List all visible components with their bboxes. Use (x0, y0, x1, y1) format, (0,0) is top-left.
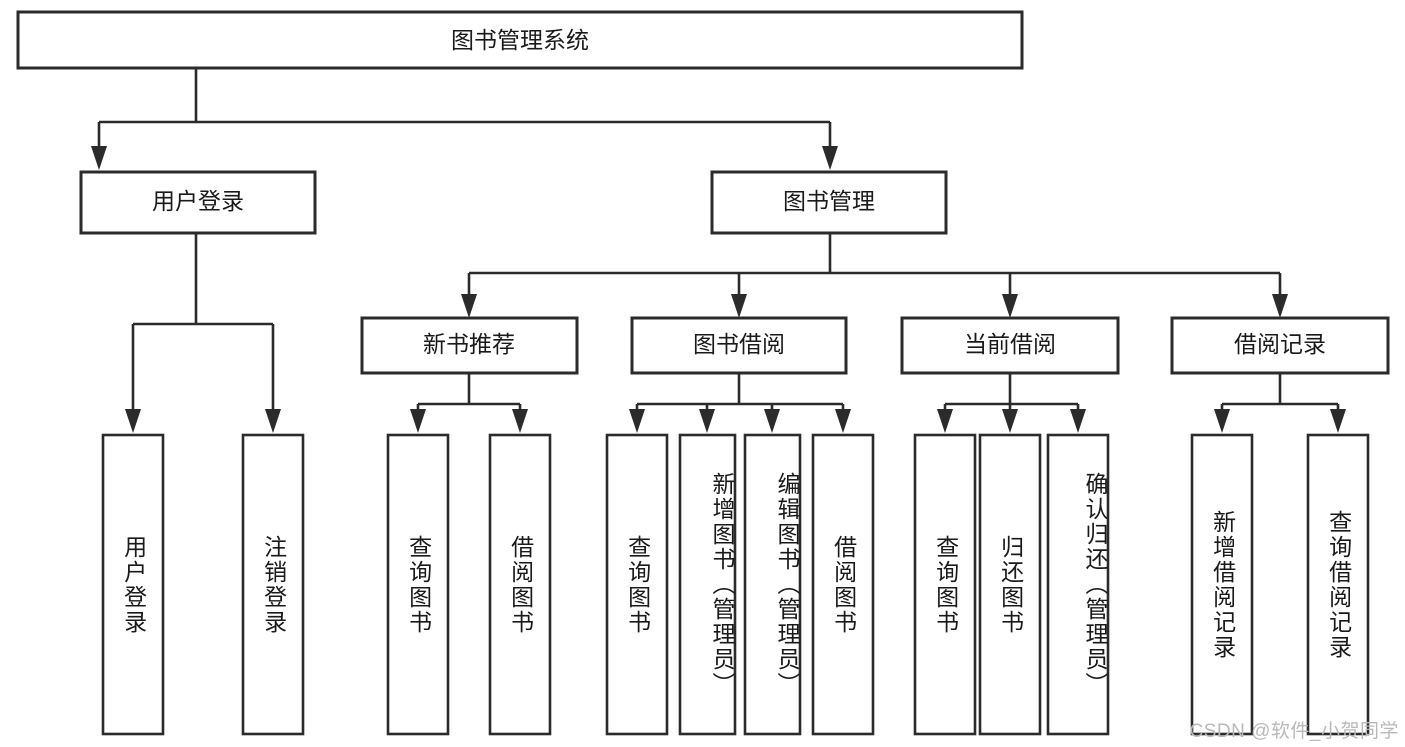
node-borrow-record-label: 借阅记录 (1234, 331, 1326, 357)
node-current-borrow-label: 当前借阅 (964, 331, 1056, 357)
arrow-head-leaf-query-book-1 (410, 409, 426, 433)
node-borrow-record[interactable]: 借阅记录 (1170, 316, 1390, 375)
csdn-watermark: CSDN @软件_小贺同学 (1189, 721, 1399, 742)
arrow-head-leaf-borrow-book-2 (835, 409, 851, 433)
leaf-box-query-book-2[interactable] (605, 433, 669, 736)
node-root-label: 图书管理系统 (451, 27, 589, 53)
connector-group-book-manage (461, 233, 1288, 318)
leaf-box-borrow-book-1[interactable] (488, 433, 552, 736)
node-user-login-label: 用户登录 (152, 188, 244, 214)
connector-group-borrow-record (1214, 373, 1346, 433)
node-new-book-recommend[interactable]: 新书推荐 (360, 316, 579, 375)
arrow-head-leaf-query-book-3 (937, 409, 953, 433)
leaf-box-borrow-book-2[interactable] (811, 433, 875, 736)
arrow-head-leaf-return-book (1002, 409, 1018, 433)
connector-group-book-borrow (629, 373, 851, 433)
leaf-box-return-book[interactable] (978, 433, 1042, 736)
leaf-box-query-book-1[interactable] (386, 433, 450, 736)
arrow-head-leaf-add-record (1214, 409, 1230, 433)
leaf-box-query-book-3[interactable] (913, 433, 977, 736)
node-root-box[interactable] (16, 10, 1024, 70)
node-borrow-record-box[interactable] (1170, 316, 1390, 375)
arrow-head-leaf-add-book (699, 409, 715, 433)
node-new-book-recommend-label: 新书推荐 (423, 331, 515, 357)
node-book-borrow-box[interactable] (630, 316, 848, 375)
connector-group-user-login (125, 233, 281, 433)
node-current-borrow-box[interactable] (900, 316, 1120, 375)
arrow-head-book-borrow (731, 294, 747, 318)
node-book-borrow-label: 图书借阅 (693, 331, 785, 357)
arrow-head-leaf-borrow-book-1 (512, 409, 528, 433)
leaf-box-add-record[interactable] (1190, 433, 1254, 736)
leaf-box-add-book[interactable] (678, 433, 737, 736)
node-new-book-recommend-box[interactable] (360, 316, 579, 375)
arrow-head-current-borrow (1002, 294, 1018, 318)
arrow-head-user-login (91, 146, 107, 170)
node-book-manage-box[interactable] (710, 170, 948, 235)
arrow-head-borrow-record (1272, 294, 1288, 318)
node-book-manage[interactable]: 图书管理 (710, 170, 948, 235)
node-user-login-box[interactable] (79, 170, 317, 235)
leaf-box-query-record[interactable] (1306, 433, 1370, 736)
node-root[interactable]: 图书管理系统 (16, 10, 1024, 70)
node-current-borrow[interactable]: 当前借阅 (900, 316, 1120, 375)
node-user-login[interactable]: 用户登录 (79, 170, 317, 235)
arrow-head-leaf-query-record (1330, 409, 1346, 433)
arrow-head-leaf-query-book-2 (629, 409, 645, 433)
leaf-box-group (101, 433, 1370, 736)
connector-group-root (91, 68, 838, 170)
leaf-box-user-logout[interactable] (241, 433, 305, 736)
connector-group-current-borrow (937, 373, 1086, 433)
arrow-head-leaf-edit-book (764, 409, 780, 433)
arrow-head-book-manage (822, 146, 838, 170)
node-book-borrow[interactable]: 图书借阅 (630, 316, 848, 375)
connector-group-new-book-recommend (410, 373, 528, 433)
leaf-box-confirm-return[interactable] (1046, 433, 1110, 736)
arrow-head-leaf-confirm-return (1070, 409, 1086, 433)
leaf-box-user-login[interactable] (101, 433, 165, 736)
arrow-head-leaf-user-logout (265, 409, 281, 433)
arrow-head-leaf-user-login (125, 409, 141, 433)
node-book-manage-label: 图书管理 (783, 188, 875, 214)
arrow-head-new-book-recommend (461, 294, 477, 318)
leaf-box-edit-book[interactable] (743, 433, 802, 736)
